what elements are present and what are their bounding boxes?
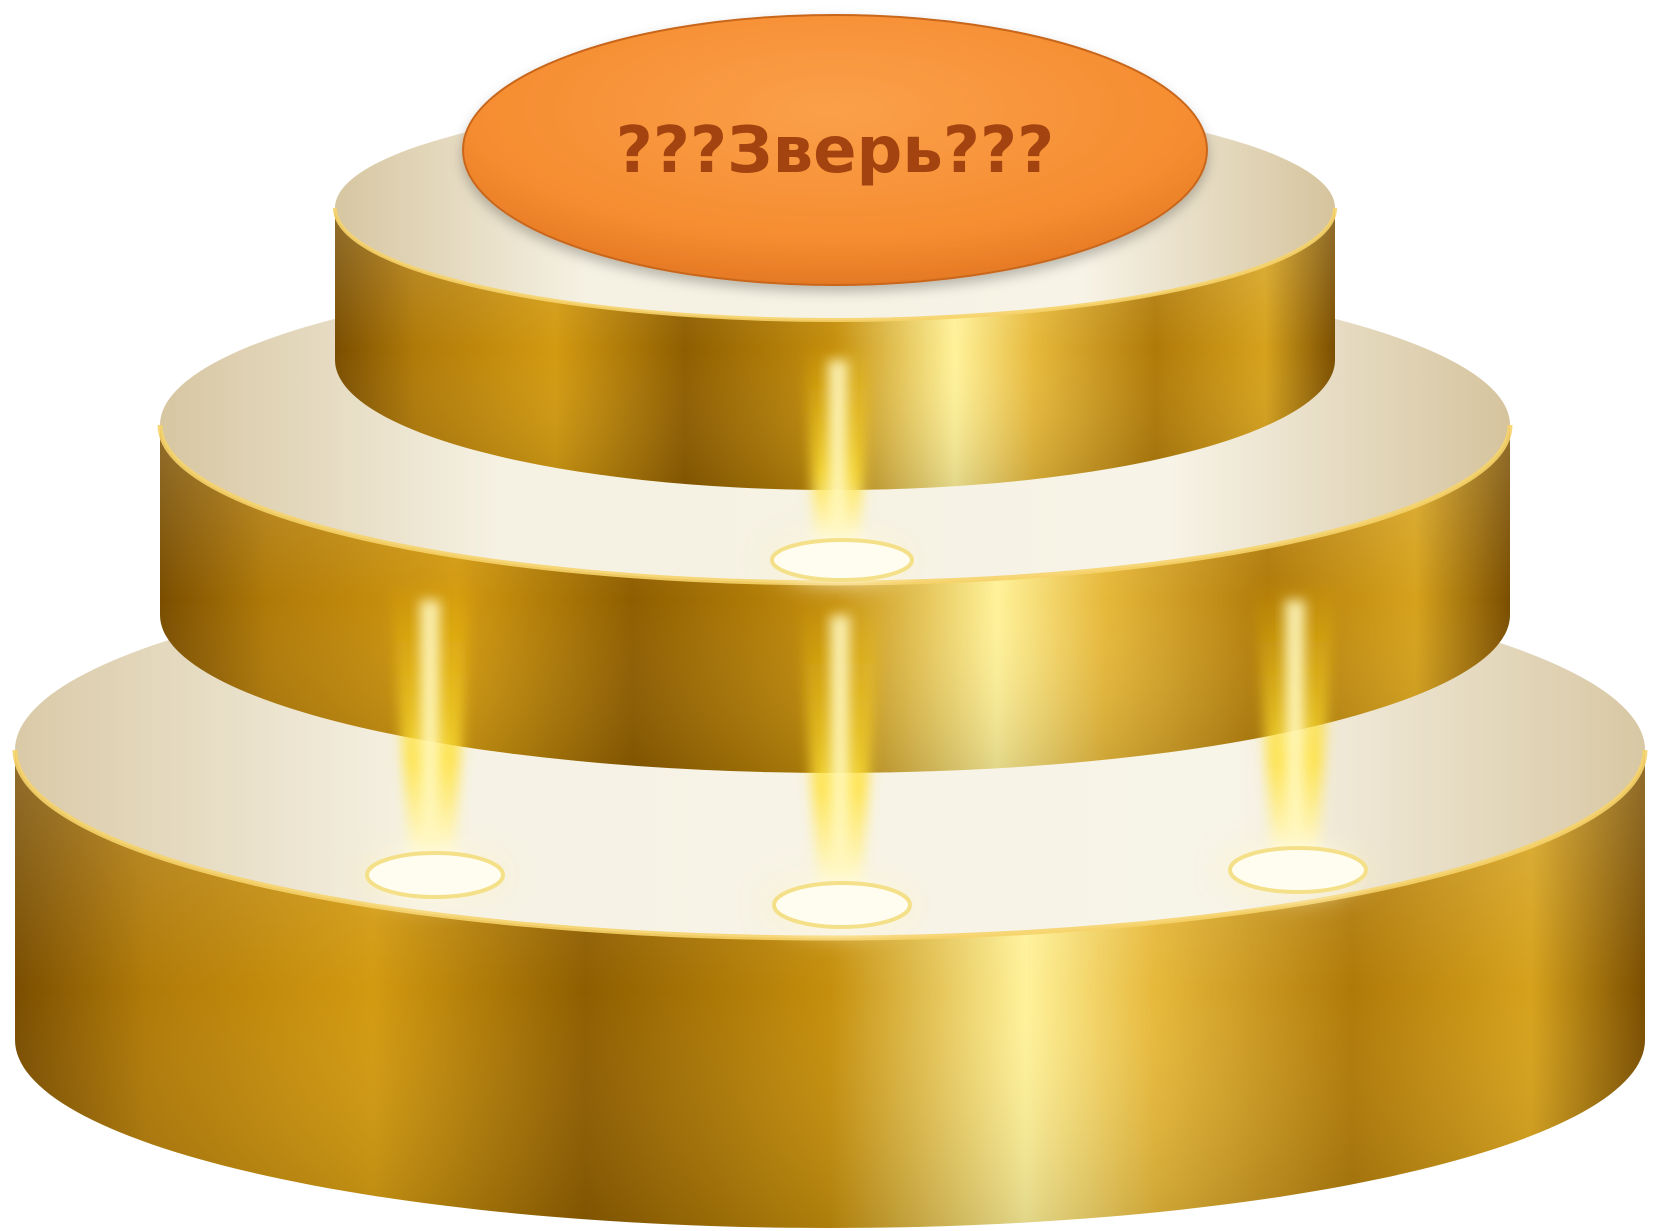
spotlight-center-lower bbox=[774, 883, 910, 927]
spotlight-center-upper bbox=[772, 540, 912, 580]
spotlight-left bbox=[367, 853, 503, 897]
podium-label: ???Зверь??? bbox=[616, 114, 1054, 188]
spotlight-right bbox=[1230, 848, 1366, 892]
